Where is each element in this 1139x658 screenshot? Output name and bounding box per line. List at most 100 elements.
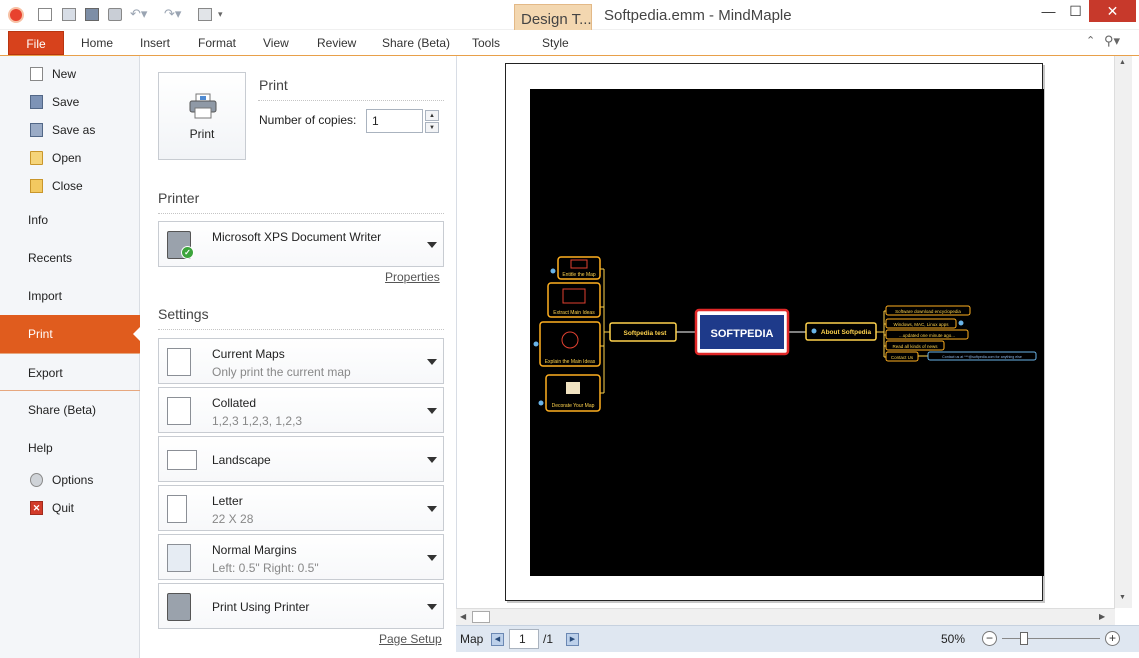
minimize-button[interactable]: — (1041, 3, 1056, 19)
mindmap-node: Extract Main Ideas (547, 282, 601, 318)
mindmap-leaf: Windows, MAC, Linux apps (885, 318, 964, 329)
sidebar-item-label: Options (52, 473, 94, 487)
chevron-down-icon (427, 506, 437, 512)
redo-icon[interactable]: ↷▾ (164, 6, 182, 21)
divider (158, 329, 444, 330)
close-button[interactable]: ✕ (1089, 0, 1136, 22)
sidebar-section-label: Share (Beta) (28, 403, 97, 417)
sidebar-section-label: Print (28, 327, 53, 341)
sidebar-item-label: Save (52, 95, 80, 109)
tab-insert[interactable]: Insert (140, 36, 171, 50)
sidebar-item-save-as[interactable]: Save as (0, 116, 140, 144)
mindmap-node: Entitle the Map (550, 256, 601, 280)
zoom-slider-track[interactable] (1002, 638, 1100, 639)
copies-increment-button[interactable]: ▲ (425, 110, 439, 121)
design-tools-label: Design T... (521, 11, 592, 28)
ready-check-icon: ✓ (181, 246, 194, 259)
quick-print-icon[interactable] (108, 8, 122, 21)
sidebar-item-recents[interactable]: Recents (0, 239, 140, 277)
print-button[interactable]: Print (158, 72, 246, 160)
scroll-thumb[interactable] (472, 611, 490, 623)
mindmap-node: Decorate Your Map (538, 374, 601, 412)
sidebar-section-label: Info (28, 213, 49, 227)
print-method-select[interactable]: Print Using Printer (158, 583, 444, 629)
sidebar-item-save[interactable]: Save (0, 88, 140, 116)
sidebar-item-new[interactable]: New (0, 60, 140, 88)
tab-view[interactable]: View (263, 36, 289, 50)
margins-page-icon (167, 544, 191, 572)
sidebar-item-info[interactable]: Info (0, 201, 140, 239)
tab-format[interactable]: Format (198, 36, 237, 50)
sidebar-item-quit[interactable]: ✕ Quit (0, 494, 140, 522)
mindmap-node-label: Decorate Your Map (552, 403, 595, 409)
mindmap-node-label: Extract Main Ideas (553, 310, 595, 316)
tab-tools[interactable]: Tools (472, 36, 501, 50)
printer-name: Microsoft XPS Document Writer (212, 230, 382, 244)
collapse-ribbon-icon[interactable]: ⌃ (1086, 35, 1096, 47)
copies-decrement-button[interactable]: ▼ (425, 122, 439, 133)
customize-toolbar-icon[interactable]: ▾ (218, 9, 223, 19)
sidebar-item-label: Save as (52, 123, 96, 137)
scroll-up-icon[interactable]: ▲ (1119, 59, 1126, 66)
zoom-slider-thumb[interactable] (1020, 632, 1028, 645)
scroll-down-icon[interactable]: ▼ (1119, 594, 1126, 601)
sidebar-item-open[interactable]: Open (0, 144, 140, 172)
printer-properties-link[interactable]: Properties (385, 270, 440, 284)
vertical-scrollbar[interactable]: ▲ ▼ (1114, 56, 1132, 608)
next-page-button[interactable]: ▶ (566, 633, 579, 646)
mindmap-node-label: Explain the Main Ideas (545, 359, 596, 365)
scroll-left-icon[interactable]: ◀ (460, 612, 467, 621)
sidebar-item-print[interactable]: Print (0, 315, 141, 353)
tab-share[interactable]: Share (Beta) (382, 36, 451, 50)
mindmap-note-label: Contact us at ***@softpedia.com for anyt… (942, 355, 1022, 359)
tab-file[interactable]: File (8, 31, 64, 55)
chevron-down-icon (427, 604, 437, 610)
sidebar-item-close[interactable]: Close (0, 172, 140, 200)
sidebar-item-options[interactable]: Options (0, 466, 140, 494)
margins-select[interactable]: Normal Margins Left: 0.5" Right: 0.5" (158, 534, 444, 580)
status-bar: Map ◀ /1 ▶ 50% − + (456, 625, 1139, 652)
sidebar-item-label: Close (52, 179, 83, 193)
quick-new-icon[interactable] (38, 8, 52, 21)
copies-label: Number of copies: (259, 113, 357, 127)
zoom-in-button[interactable]: + (1105, 631, 1120, 646)
mindmap-leaf: ...updated one minute ago... (885, 329, 969, 340)
paper-size-select[interactable]: Letter 22 X 28 (158, 485, 444, 531)
tab-style[interactable]: Style (542, 36, 569, 50)
printer-icon (189, 93, 217, 119)
sidebar-item-share[interactable]: Share (Beta) (0, 391, 140, 429)
option-title: Collated (212, 396, 257, 410)
page-number-input[interactable] (509, 629, 539, 649)
app-logo-icon[interactable] (8, 7, 24, 23)
sidebar-item-help[interactable]: Help (0, 429, 140, 467)
copies-input[interactable] (366, 109, 423, 133)
chevron-down-icon (427, 359, 437, 365)
print-button-label: Print (189, 127, 215, 141)
page-setup-link[interactable]: Page Setup (379, 632, 442, 646)
collation-select[interactable]: Collated 1,2,3 1,2,3, 1,2,3 (158, 387, 444, 433)
orientation-select[interactable]: Landscape (158, 436, 444, 482)
divider (158, 213, 444, 214)
help-search-icon[interactable]: ⚲▾ (1104, 33, 1121, 48)
previous-page-button[interactable]: ◀ (491, 633, 504, 646)
zoom-out-button[interactable]: − (982, 631, 997, 646)
tab-home[interactable]: Home (81, 36, 114, 50)
undo-icon[interactable]: ↶▾ (130, 6, 148, 21)
mindmap-node: About Softpedia (805, 322, 877, 341)
maximize-button[interactable]: ☐ (1069, 3, 1082, 19)
mindmap-leaf-label: Windows, MAC, Linux apps (893, 322, 949, 327)
chevron-down-icon (427, 242, 437, 248)
scroll-right-icon[interactable]: ▶ (1099, 612, 1106, 621)
printer-select[interactable]: ✓ Microsoft XPS Document Writer (158, 221, 444, 267)
quick-save-icon[interactable] (85, 8, 99, 21)
sidebar-item-import[interactable]: Import (0, 277, 140, 315)
tab-review[interactable]: Review (317, 36, 357, 50)
sidebar-section-label: Help (28, 441, 53, 455)
sidebar-item-export[interactable]: Export (0, 353, 140, 391)
active-pointer-icon (133, 326, 141, 342)
print-scope-select[interactable]: Current Maps Only print the current map (158, 338, 444, 384)
quick-view-icon[interactable] (198, 8, 212, 21)
mindmap-leaf: Read all kinds of news (885, 340, 945, 351)
quick-open-icon[interactable] (62, 8, 76, 21)
horizontal-scrollbar[interactable]: ◀ ▶ (456, 608, 1115, 625)
